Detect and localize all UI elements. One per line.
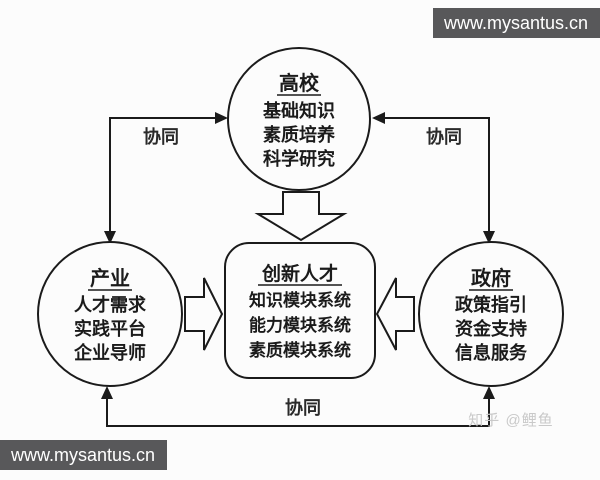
government-to-talent-arrow-icon	[375, 277, 415, 351]
arrowhead-into-university-right-icon	[372, 112, 385, 124]
arrowhead-into-industry-bottom-icon	[101, 386, 113, 399]
arrowhead-into-university-left-icon	[215, 112, 228, 124]
government-circle	[418, 241, 564, 387]
university-circle	[227, 47, 371, 191]
government-item: 信息服务	[455, 342, 528, 364]
arrowhead-into-government-bottom-icon	[483, 386, 495, 399]
government-item: 资金支持	[455, 318, 527, 340]
industry-to-talent-arrow-icon	[184, 277, 224, 351]
talent-box	[224, 242, 376, 379]
government-university-connector	[374, 117, 490, 242]
talent-title: 创新人才	[261, 262, 338, 285]
industry-circle	[37, 241, 183, 387]
government-item: 政策指引	[455, 294, 527, 316]
talent-item: 能力模块系统	[249, 315, 351, 336]
arrowhead-into-government-top-icon	[483, 231, 495, 244]
industry-government-connector	[106, 388, 490, 427]
arrowhead-into-industry-top-icon	[104, 231, 116, 244]
industry-item: 企业导师	[73, 342, 146, 364]
university-item: 素质培养	[263, 124, 336, 146]
industry-item: 人才需求	[74, 294, 147, 316]
synergy-label-bottom: 协同	[285, 397, 321, 419]
bottom-left-banner-url: www.mysantus.cn	[10, 445, 155, 465]
synergy-label-right: 协同	[426, 126, 462, 148]
top-right-banner	[433, 8, 600, 38]
talent-item: 素质模块系统	[249, 340, 351, 361]
industry-university-connector	[109, 117, 226, 240]
bottom-left-banner	[0, 440, 167, 470]
industry-item: 实践平台	[74, 318, 146, 340]
synergy-label-left: 协同	[143, 126, 179, 148]
university-item: 科学研究	[263, 148, 335, 170]
government-title: 政府	[471, 266, 511, 290]
industry-title: 产业	[90, 266, 130, 290]
talent-item: 知识模块系统	[248, 290, 351, 311]
university-item: 基础知识	[262, 100, 335, 122]
top-right-banner-url: www.mysantus.cn	[443, 13, 588, 33]
university-title: 高校	[279, 71, 320, 95]
zhihu-watermark: 知乎 @鲤鱼	[468, 411, 553, 429]
university-to-talent-arrow-icon	[254, 191, 348, 242]
